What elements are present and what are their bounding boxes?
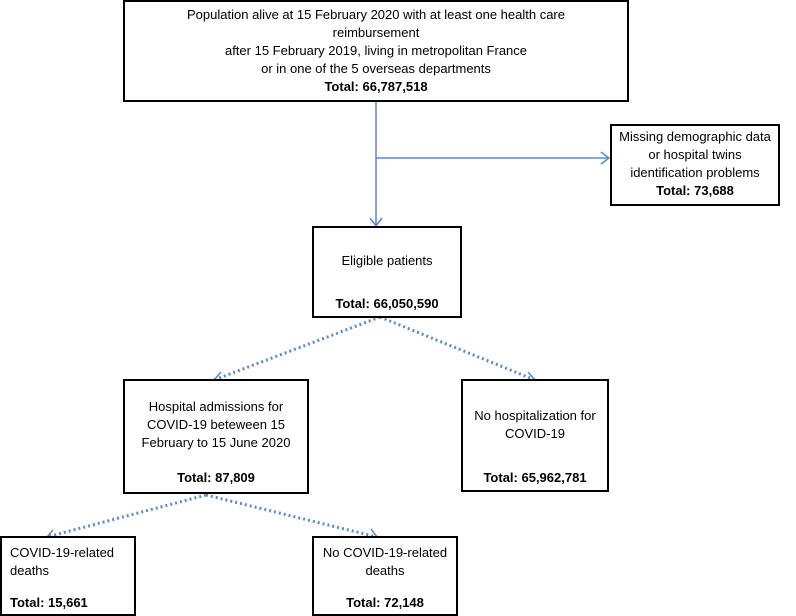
- population-line-3: after 15 February 2019, living in metrop…: [224, 43, 528, 58]
- hospital-total: Total: 87,809: [177, 470, 255, 485]
- no-covid-deaths-line-1: No COVID-19-related: [322, 545, 448, 560]
- no-covid-deaths-total: Total: 72,148: [346, 595, 424, 610]
- covid-deaths-total: Total: 15,661: [10, 595, 88, 610]
- no-hospitalization-box: No hospitalization for COVID-19 Total: 6…: [461, 379, 609, 492]
- covid-deaths-box: COVID-19-related deaths Total: 15,661: [0, 536, 136, 616]
- no-covid-deaths-box: No COVID-19-related deaths Total: 72,148: [312, 536, 458, 616]
- missing-line-1: Missing demographic data: [619, 129, 771, 144]
- missing-data-box: Missing demographic data or hospital twi…: [610, 124, 780, 206]
- hospital-line-1: Hospital admissions for: [148, 399, 284, 414]
- hospital-line-2: COVID-19 beteween 15: [146, 417, 286, 432]
- hospital-line-3: February to 15 June 2020: [141, 435, 291, 450]
- covid-deaths-line-1: COVID-19-related: [10, 545, 115, 560]
- no-covid-deaths-line-2: deaths: [365, 563, 405, 578]
- arrow-eligible-to-no-hosp: [379, 315, 536, 382]
- population-line-4: or in one of the 5 overseas departments: [261, 61, 491, 76]
- covid-deaths-line-2: deaths: [10, 563, 50, 578]
- eligible-total: Total: 66,050,590: [335, 296, 439, 311]
- hospital-box: Hospital admissions for COVID-19 betewee…: [123, 379, 309, 494]
- no-hosp-total: Total: 65,962,781: [483, 470, 587, 485]
- eligible-box: Eligible patients Total: 66,050,590: [312, 226, 462, 318]
- population-total: Total: 66,787,518: [324, 79, 428, 94]
- no-hosp-line-1: No hospitalization for: [474, 408, 596, 423]
- arrow-hospital-to-no-covid-deaths: [205, 493, 378, 539]
- arrowhead-missing: [600, 151, 611, 165]
- no-hosp-line-2: COVID-19: [505, 426, 565, 441]
- arrow-eligible-to-hospital: [213, 315, 381, 382]
- population-box: Population alive at 15 February 2020 wit…: [123, 0, 629, 102]
- population-line-1: Population alive at 15 February 2020 wit…: [187, 7, 565, 22]
- missing-line-2: or hospital twins: [648, 147, 742, 162]
- missing-line-3: identification problems: [630, 165, 760, 180]
- arrow-hospital-to-covid-deaths: [46, 493, 207, 539]
- eligible-label: Eligible patients: [341, 253, 433, 268]
- missing-total: Total: 73,688: [656, 183, 734, 198]
- population-line-2: reimbursement: [332, 25, 420, 40]
